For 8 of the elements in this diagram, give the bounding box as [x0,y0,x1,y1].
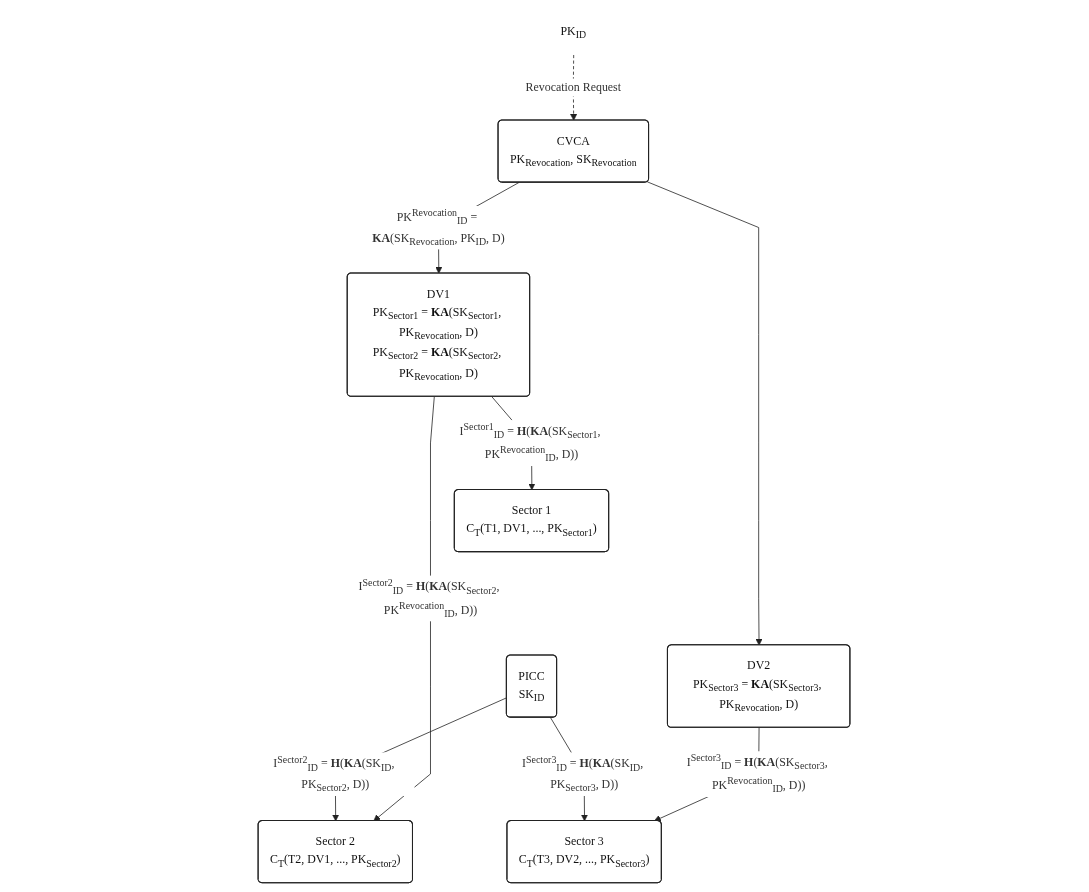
edge-label: Revocation Request [525,80,621,93]
edge-label: I$^{Sector1}$$_{ID}$ = H(KA(SK$_{Sector1}$, PK$^{Revocation}$$_{ID}$, D)) [459,421,600,464]
edge-label: I$^{Sector3}$$_{ID}$ = H(KA(SK$_{Sector3}$, PK$^{Revocation}$$_{ID}$, D)) [686,752,828,795]
edge-label: I$^{Sector3}$$_{ID}$ = H(KA(SK$_{ID}$, PK$_{Sector3}$, D)) [521,753,643,793]
edge-label: PK$^{Revocation}$$_{ID}$ = KA(SK$_{Revocation}$, PK$_{ID}$, D) [371,207,505,247]
edge-label: I$^{Sector2}$$_{ID}$ = H(KA(SK$_{ID}$, PK$_{Sector2}$, D)) [272,753,394,793]
node-text: PK$_{ID}$ [559,24,586,40]
edge-label: I$^{Sector2}$$_{ID}$ = H(KA(SK$_{Sector2}$, PK$^{Revocation}$$_{ID}$, D)) [358,576,499,619]
